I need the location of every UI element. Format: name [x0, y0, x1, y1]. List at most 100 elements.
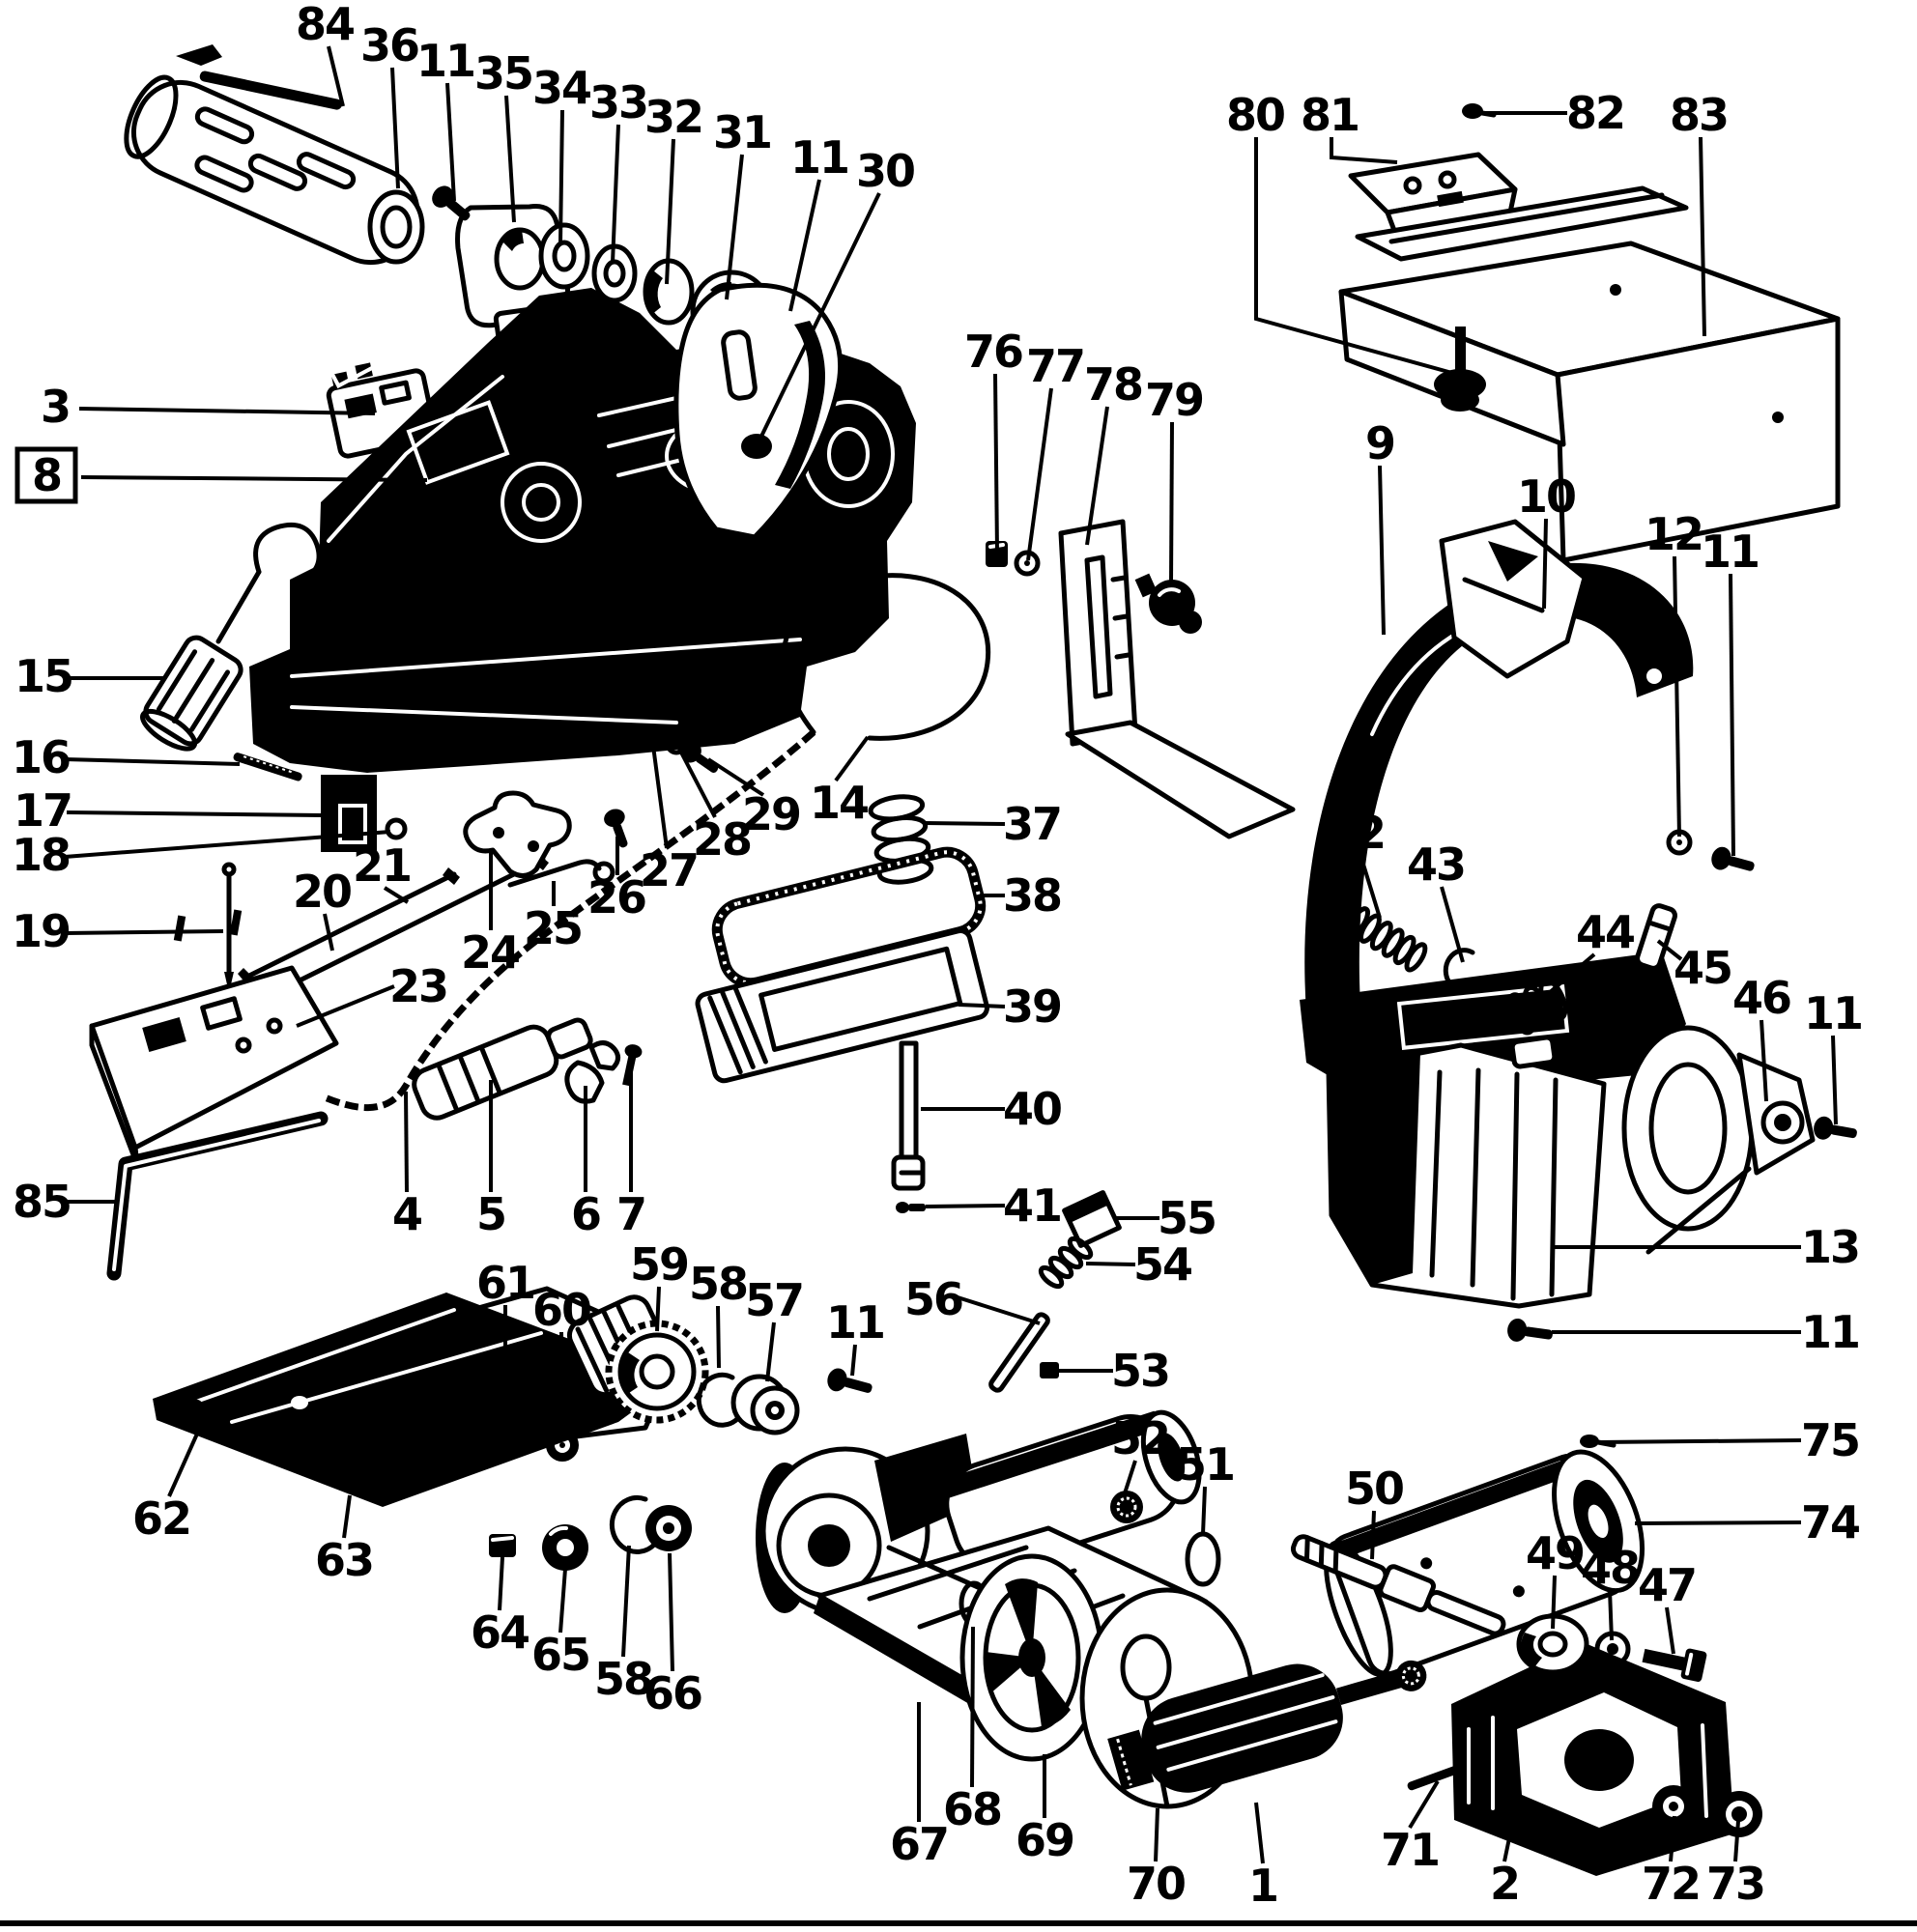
part-sketch-nut-64	[489, 1534, 516, 1557]
callout-45: 45	[1656, 939, 1733, 994]
callout-9: 9	[1365, 417, 1396, 636]
part-sketch-needle-19	[221, 862, 237, 993]
part-number-label: 1	[1248, 1860, 1277, 1912]
part-number-label: 9	[1365, 417, 1394, 469]
part-number-label: 43	[1407, 838, 1465, 891]
leader-line	[677, 748, 717, 818]
callout-19: 19	[12, 905, 224, 957]
leader-line	[323, 913, 334, 952]
screw-icon	[827, 1368, 873, 1393]
callout-70: 70	[1127, 1807, 1187, 1910]
part-sketch-clip-43	[1443, 948, 1477, 994]
part-sketch-washer-28	[665, 732, 688, 755]
leader-line	[765, 1321, 776, 1382]
part-number-label: 69	[1016, 1814, 1073, 1866]
callout-53: 53	[1057, 1345, 1171, 1397]
part-sketch-oring-51	[1185, 1531, 1221, 1587]
part-sketch-rod-40	[891, 1040, 926, 1191]
leader-line	[655, 1286, 661, 1332]
leader-line	[993, 373, 999, 554]
part-number-label: 45	[1674, 942, 1731, 994]
callout-17: 17	[14, 784, 323, 837]
part-number-label: 70	[1127, 1858, 1185, 1910]
callout-67: 67	[890, 1702, 950, 1870]
part-number-label: 58	[689, 1258, 747, 1310]
leader-line	[64, 830, 391, 859]
part-number-label: 71	[1381, 1824, 1439, 1876]
leader-line	[668, 1552, 674, 1672]
part-number-label: 12	[1645, 508, 1702, 560]
leader-line	[1330, 137, 1398, 164]
part-sketch-bolt-41	[896, 1202, 926, 1213]
part-number-label: 8	[32, 449, 61, 501]
callout-57: 57	[745, 1274, 805, 1382]
leader-line	[445, 82, 456, 202]
leader-line	[958, 1003, 1006, 1009]
part-sketch-front-roller	[124, 74, 420, 266]
part-number-label: 33	[589, 76, 647, 128]
part-sketch-brush-cover-17	[321, 775, 377, 852]
part-number-label: 57	[745, 1274, 803, 1326]
callout-11: 11	[1804, 987, 1864, 1125]
part-sketch-washer-77	[1014, 550, 1041, 577]
part-number-label: 23	[389, 960, 447, 1012]
leader-line	[1440, 886, 1465, 963]
part-sketch-sleeve-5	[412, 1017, 593, 1121]
callout-51: 51	[1176, 1438, 1236, 1535]
callout-26: 26	[587, 837, 647, 923]
leader-line	[66, 810, 323, 817]
part-sketch-circlip-58b	[609, 1494, 658, 1554]
leader-line	[78, 407, 376, 415]
part-number-label: 35	[474, 47, 532, 99]
part-number-label: 75	[1801, 1414, 1859, 1466]
part-number-label: 61	[476, 1257, 534, 1309]
part-sketch-fence-83	[1338, 185, 1841, 563]
callout-65: 65	[531, 1568, 591, 1681]
leader-line	[1359, 854, 1382, 919]
callout-1: 1	[1248, 1802, 1279, 1912]
callout-11: 11	[1701, 526, 1760, 857]
leader-line	[64, 757, 241, 766]
leader-line	[327, 45, 345, 107]
part-number-label: 84	[296, 0, 354, 50]
part-sketch-ring-18	[385, 817, 408, 840]
part-sketch-washer-27	[633, 724, 662, 753]
part-number-label: 30	[856, 145, 914, 197]
callout-31: 31	[713, 106, 773, 300]
part-number-label: 11	[790, 131, 848, 184]
part-sketch-module-23	[89, 909, 339, 1168]
part-sketch-circlip-58a	[696, 1372, 741, 1428]
part-number-label: 63	[315, 1534, 373, 1586]
callout-14: 14	[810, 735, 870, 829]
part-number-label: 53	[1111, 1345, 1169, 1397]
callout-79: 79	[1145, 374, 1205, 584]
leader-line	[383, 886, 410, 904]
part-sketch-pin-16	[233, 753, 302, 781]
callout-2: 2	[1490, 1833, 1521, 1910]
part-number-label: 83	[1670, 89, 1728, 141]
part-sketch-fan-69	[959, 1553, 1104, 1762]
callout-28: 28	[677, 748, 753, 866]
screw-icon	[1814, 1116, 1857, 1140]
part-sketch-shaft-50	[1290, 1534, 1506, 1636]
part-number-label: 46	[1732, 972, 1790, 1024]
part-number-label: 39	[1003, 980, 1061, 1033]
part-number-label: 20	[293, 866, 351, 918]
part-number-label: 27	[640, 844, 698, 896]
part-sketch-clamp-6	[564, 1040, 620, 1104]
callout-5: 5	[476, 1080, 507, 1240]
part-number-label: 72	[1642, 1858, 1700, 1910]
part-number-label: 77	[1026, 340, 1084, 392]
part-sketch-gear-59	[566, 1294, 709, 1424]
leader-line	[64, 929, 224, 935]
part-number-label: 2	[1490, 1858, 1519, 1910]
leader-line	[1408, 1779, 1440, 1830]
callout-49: 49	[1526, 1527, 1586, 1630]
callout-24: 24	[461, 850, 521, 979]
part-number-label: 24	[461, 926, 519, 979]
leader-line	[1370, 1510, 1376, 1560]
callout-6: 6	[571, 1086, 602, 1240]
callout-11: 11	[788, 131, 850, 312]
part-number-label: 62	[132, 1492, 190, 1545]
part-number-label: 37	[1003, 798, 1061, 850]
